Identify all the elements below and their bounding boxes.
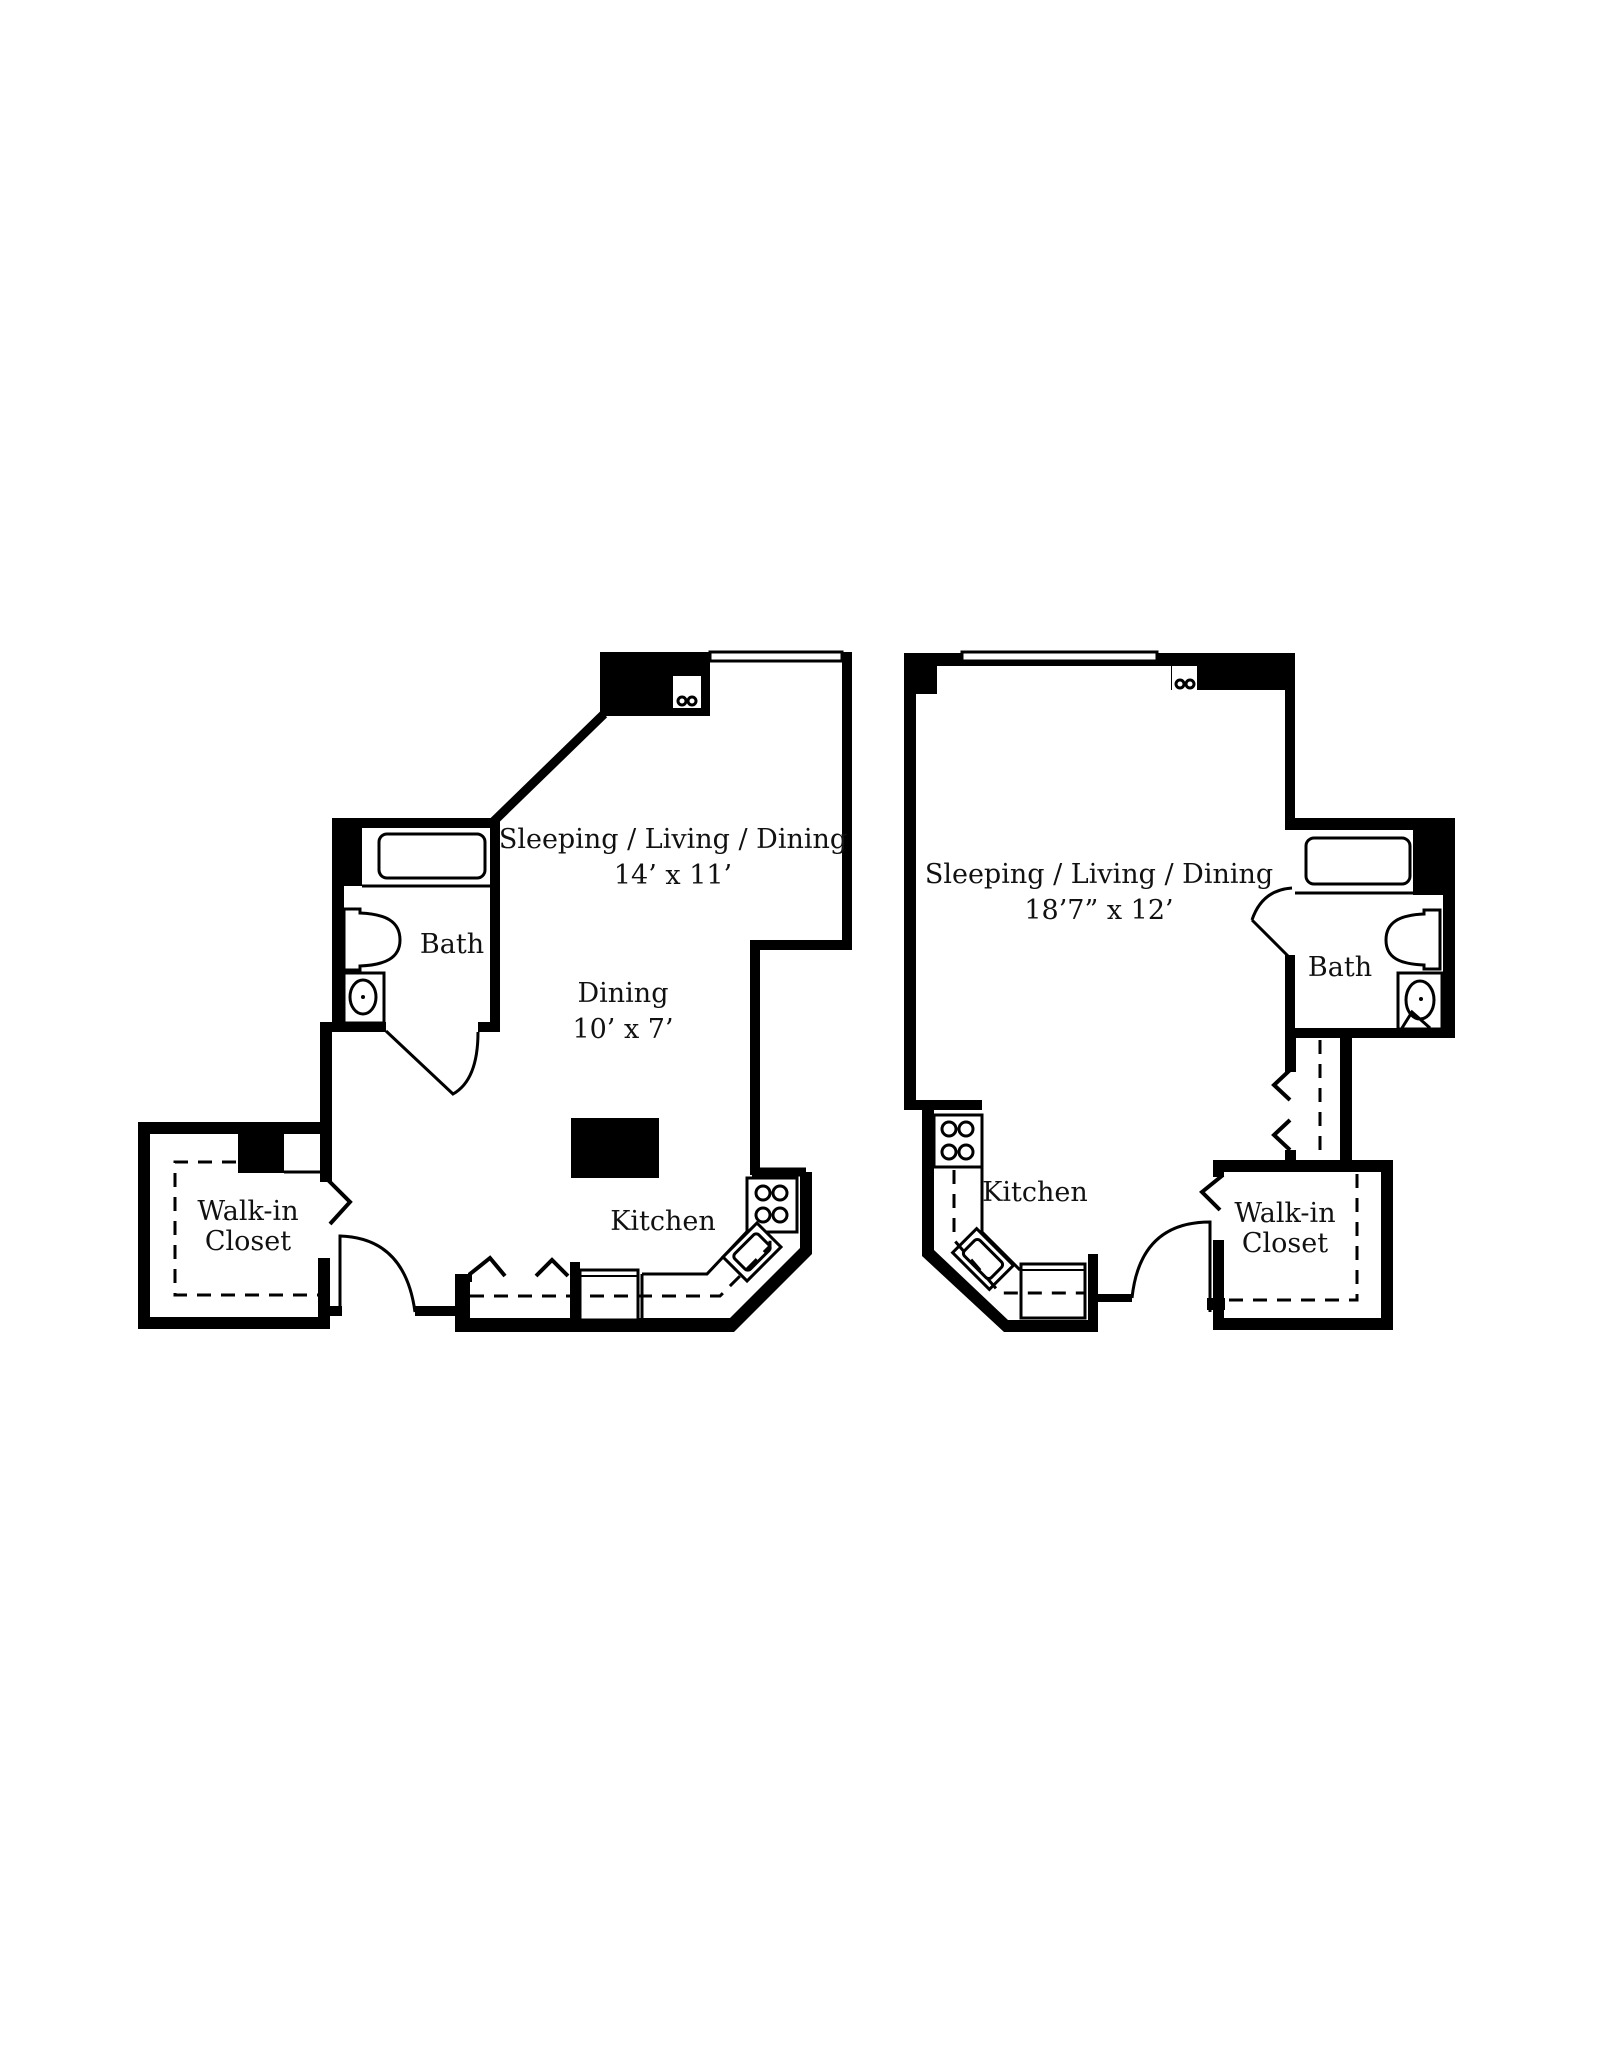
room-label-kitchen: Kitchen xyxy=(982,1177,1088,1208)
drain-icon xyxy=(361,995,365,999)
upper-cabinet-line xyxy=(952,1170,1085,1295)
toilet-icon xyxy=(1384,908,1442,971)
refrigerator-icon xyxy=(1019,1262,1087,1320)
structural-column xyxy=(904,653,937,694)
wall xyxy=(1340,1035,1352,1165)
kitchen-sink-icon xyxy=(950,1226,1016,1292)
burner-icon xyxy=(940,1120,958,1138)
wall xyxy=(570,1262,580,1320)
wall xyxy=(318,1258,330,1329)
pantry-door xyxy=(468,1255,507,1282)
burner-icon xyxy=(957,1120,975,1138)
wall xyxy=(1207,1298,1225,1310)
wall xyxy=(1285,955,1295,1038)
stove-icon xyxy=(932,1113,984,1169)
window xyxy=(708,650,844,663)
door-swing xyxy=(384,1029,480,1096)
room-size-dining: 10’ x 7’ xyxy=(572,1014,673,1045)
wall xyxy=(904,1100,982,1110)
burner-icon xyxy=(771,1206,789,1224)
wall xyxy=(490,818,500,1030)
burner-icon xyxy=(771,1184,789,1202)
room-label-dining: Dining xyxy=(578,978,669,1009)
closet-door xyxy=(1271,1068,1292,1102)
wall xyxy=(750,652,852,1175)
closet-rod xyxy=(1228,1174,1359,1302)
bathtub-icon xyxy=(377,832,487,880)
bathtub-icon xyxy=(1304,836,1412,886)
structural-column xyxy=(571,1118,659,1178)
closet-door xyxy=(1199,1173,1225,1212)
room-label-closet: Walk-in xyxy=(1234,1198,1335,1229)
burner-icon xyxy=(754,1184,772,1202)
wall xyxy=(320,1022,332,1182)
room-size-main: 14’ x 11’ xyxy=(614,860,732,891)
room-label-kitchen: Kitchen xyxy=(610,1206,716,1237)
room-label-bath: Bath xyxy=(420,929,484,960)
wall xyxy=(332,818,500,828)
structural-column xyxy=(1413,830,1443,895)
door-swing xyxy=(1250,886,1293,960)
closet-door xyxy=(1271,1118,1292,1152)
toilet-icon xyxy=(342,907,402,972)
room-label-main: Sleeping / Living / Dining xyxy=(925,859,1273,890)
outlet-icon xyxy=(676,695,688,707)
window xyxy=(960,650,1159,663)
room-label-closet: Closet xyxy=(1242,1228,1328,1259)
wall xyxy=(1098,1294,1132,1302)
wall xyxy=(1285,1038,1296,1072)
room-label-closet: Walk-in xyxy=(197,1196,298,1227)
outlet-icon xyxy=(1184,678,1196,690)
structural-column xyxy=(1171,653,1295,690)
burner-icon xyxy=(940,1143,958,1161)
floor-plan-a: Sleeping / Living / Dining 14’ x 11’ Din… xyxy=(138,650,852,1332)
burner-icon xyxy=(957,1143,975,1161)
room-size-main: 18’7” x 12’ xyxy=(1024,895,1173,926)
kitchen-sink-icon xyxy=(720,1220,784,1284)
refrigerator-icon xyxy=(578,1268,640,1322)
closet-door xyxy=(326,1178,353,1226)
burner-icon xyxy=(754,1206,772,1224)
wall xyxy=(330,1306,342,1316)
room-label-bath: Bath xyxy=(1308,952,1372,983)
outlet-icon xyxy=(1174,678,1186,690)
wall xyxy=(332,818,344,1030)
floor-plan-b: Sleeping / Living / Dining 18’7” x 12’ B… xyxy=(904,650,1455,1332)
drain-icon xyxy=(1419,997,1423,1001)
sink-line xyxy=(1400,1009,1431,1030)
structural-column xyxy=(238,1134,284,1173)
room-label-main: Sleeping / Living / Dining xyxy=(499,824,847,855)
wall xyxy=(478,1022,500,1032)
entry-door-swing xyxy=(1130,1220,1212,1312)
closet-rod xyxy=(173,1160,318,1297)
entry-door-swing xyxy=(338,1234,417,1313)
room-label-closet: Closet xyxy=(205,1226,291,1257)
pantry-door xyxy=(534,1257,570,1278)
wall xyxy=(415,1306,460,1316)
outlet-icon xyxy=(686,695,698,707)
wall xyxy=(489,710,608,826)
upper-cabinet-line xyxy=(470,1232,772,1298)
